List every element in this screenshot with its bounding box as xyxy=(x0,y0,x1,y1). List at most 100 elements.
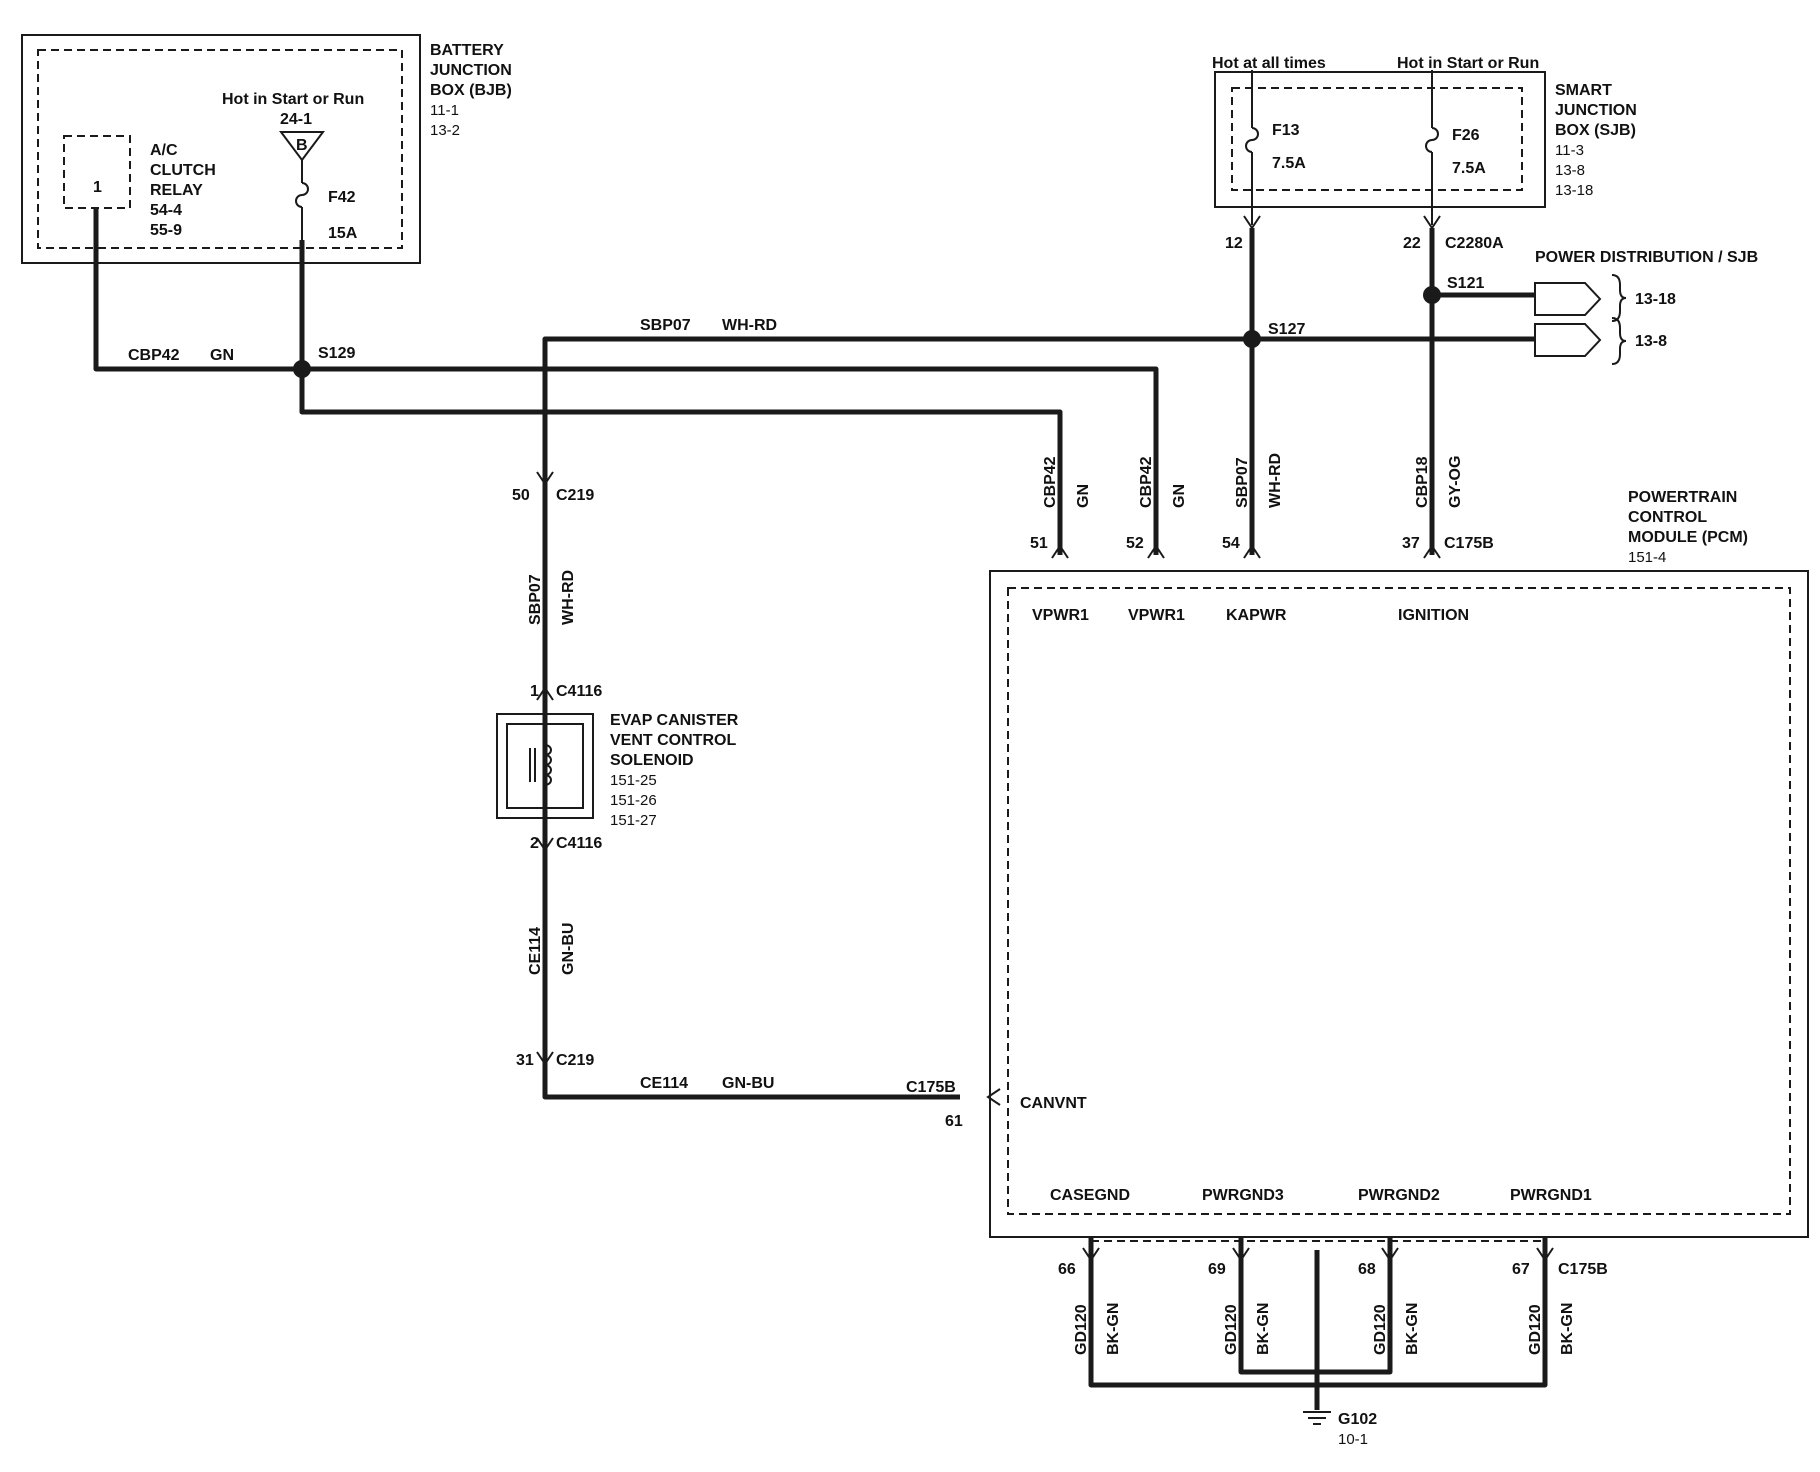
fuse-f26-rating: 7.5A xyxy=(1452,160,1486,177)
sjb-title-line-3: BOX (SJB) xyxy=(1555,122,1636,139)
vwire-gn-52: GN xyxy=(1171,484,1188,508)
pcm-signal-vpwr1-b: VPWR1 xyxy=(1128,607,1185,624)
c2280a-connector: C2280A xyxy=(1445,235,1504,252)
vwire-cbp42-52: CBP42 xyxy=(1138,456,1155,508)
ground-name: G102 xyxy=(1338,1411,1377,1428)
c219-pin31-arrow-icon xyxy=(536,1051,554,1066)
pin52-arrow-icon xyxy=(1147,544,1165,559)
vwire-cbp42-51: CBP42 xyxy=(1042,456,1059,508)
pin54-arrow-icon xyxy=(1243,544,1261,559)
bus-letter: B xyxy=(296,137,308,154)
c219-pin-50: 50 xyxy=(512,487,530,504)
solenoid-ref-2: 151-26 xyxy=(610,792,657,809)
power-dist-ref-13-18: 13-18 xyxy=(1635,291,1676,308)
sjb-ref-2: 13-8 xyxy=(1555,162,1585,179)
solenoid-title-1: EVAP CANISTER xyxy=(610,712,739,729)
splice-s127-label: S127 xyxy=(1268,321,1305,338)
fuse-f26-name: F26 xyxy=(1452,127,1480,144)
pin69-arrow-icon xyxy=(1232,1247,1250,1262)
c4116-pin2-arrow-icon xyxy=(536,837,554,852)
c219-connector: 50 C219 31 C219 xyxy=(512,471,594,1069)
evap-solenoid: 1 C4116 2 C4116 EVAP CANISTER VENT CONTR… xyxy=(496,683,739,852)
pcm-title-1: POWERTRAIN xyxy=(1628,489,1737,506)
solenoid-ref-3: 151-27 xyxy=(610,812,657,829)
pin66-arrow-icon xyxy=(1082,1247,1100,1262)
c2280a-pin-22: 22 xyxy=(1403,235,1421,252)
smart-junction-box: Hot at all times Hot in Start or Run SMA… xyxy=(1212,55,1637,252)
pin51-arrow-icon xyxy=(1051,544,1069,559)
fuse-f42-rating: 15A xyxy=(328,225,358,242)
pcm-signal-kapwr: KAPWR xyxy=(1226,607,1287,624)
pcm-signal-casegnd: CASEGND xyxy=(1050,1187,1130,1204)
c219-name-bottom: C219 xyxy=(556,1052,594,1069)
pcm-signal-pwrgnd1: PWRGND1 xyxy=(1510,1187,1592,1204)
splice-s127-dot xyxy=(1243,330,1261,348)
pcm-pin-51: 51 xyxy=(1030,535,1048,552)
vwire-bk-gn-67: BK-GN xyxy=(1559,1303,1576,1355)
vwire-gd120-67: GD120 xyxy=(1527,1304,1544,1355)
wire-ce114-label: CE114 xyxy=(640,1075,688,1092)
relay-pin: 1 xyxy=(93,179,102,196)
pcm-pin-66: 66 xyxy=(1058,1261,1076,1278)
bjb-title-line-3: BOX (BJB) xyxy=(430,82,512,99)
coil-icon xyxy=(544,744,552,786)
fuse-f13-rating: 7.5A xyxy=(1272,155,1306,172)
solenoid-title-2: VENT CONTROL xyxy=(610,732,736,749)
pcm-title-3: MODULE (PCM) xyxy=(1628,529,1748,546)
c219-pin-31: 31 xyxy=(516,1052,534,1069)
c219-pin50-arrow-icon xyxy=(536,471,554,486)
bjb-title-line-2: JUNCTION xyxy=(430,62,512,79)
wire-wh-rd-label: WH-RD xyxy=(722,317,777,334)
vwire-sbp07-54: SBP07 xyxy=(1234,457,1251,508)
c4116-name-top: C4116 xyxy=(556,683,602,700)
bus-b-triangle-icon xyxy=(279,131,325,162)
c219-name-top: C219 xyxy=(556,487,594,504)
fuse-f13-icon xyxy=(1245,127,1259,153)
solenoid-title-3: SOLENOID xyxy=(610,752,694,769)
pcm-connector-bottom: C175B xyxy=(1558,1261,1608,1278)
bracket-13-18-icon xyxy=(1611,274,1627,322)
ac-clutch-relay-box xyxy=(63,135,131,209)
vwire-bk-gn-69: BK-GN xyxy=(1255,1303,1272,1355)
fuse-f42-icon xyxy=(295,182,309,208)
vwire-gy-og-37: GY-OG xyxy=(1447,456,1464,508)
sjb-hot-always: Hot at all times xyxy=(1212,55,1326,72)
vwire-bk-gn-66: BK-GN xyxy=(1105,1303,1122,1355)
pcm-signal-canvnt: CANVNT xyxy=(1020,1095,1087,1112)
power-distribution: POWER DISTRIBUTION / SJB S121 13-18 13-8 xyxy=(1447,249,1758,365)
bjb-hot-label: Hot in Start or Run xyxy=(222,91,364,108)
wire-gn-bu-label: GN-BU xyxy=(722,1075,774,1092)
pcm-ref: 151-4 xyxy=(1628,549,1666,566)
pcm-connector-top: C175B xyxy=(1444,535,1494,552)
battery-junction-box: BATTERY JUNCTION BOX (BJB) 11-1 13-2 1 A… xyxy=(21,34,512,264)
c4116-pin-2: 2 xyxy=(530,835,539,852)
bjb-fuse-feed-ref: 24-1 xyxy=(280,111,312,128)
c4116-name-bottom: C4116 xyxy=(556,835,602,852)
bracket-13-8-icon xyxy=(1611,317,1627,365)
pcm-title-2: CONTROL xyxy=(1628,509,1707,526)
vwire-cbp18-37: CBP18 xyxy=(1414,456,1431,508)
bjb-ref-1: 11-1 xyxy=(430,102,459,119)
solenoid-outer-box xyxy=(496,713,594,819)
wiring xyxy=(93,208,1548,1410)
vwire-wh-rd-c219: WH-RD xyxy=(560,570,577,625)
vwire-bk-gn-68: BK-GN xyxy=(1404,1303,1421,1355)
pcm-connector-canvnt: C175B xyxy=(906,1079,956,1096)
fuse-f42-name: F42 xyxy=(328,189,356,206)
pcm-signal-pwrgnd3: PWRGND3 xyxy=(1202,1187,1284,1204)
vwire-gd120-69: GD120 xyxy=(1223,1304,1240,1355)
wire-sbp07-label: SBP07 xyxy=(640,317,691,334)
pin68-arrow-icon xyxy=(1381,1247,1399,1262)
pcm-pin-54: 54 xyxy=(1222,535,1240,552)
vwire-gd120-68: GD120 xyxy=(1372,1304,1389,1355)
pin61-arrow-icon xyxy=(986,1088,1001,1106)
fuse-f13-name: F13 xyxy=(1272,122,1300,139)
relay-line-3: RELAY xyxy=(150,182,203,199)
fuse-f26-icon xyxy=(1425,127,1439,153)
pin67-arrow-icon xyxy=(1536,1247,1554,1262)
pcm-signal-ignition: IGNITION xyxy=(1398,607,1469,624)
ground-g102: G102 10-1 xyxy=(1303,1411,1377,1448)
c4116-pin-1: 1 xyxy=(530,683,539,700)
wire-gn-label: GN xyxy=(210,347,234,364)
